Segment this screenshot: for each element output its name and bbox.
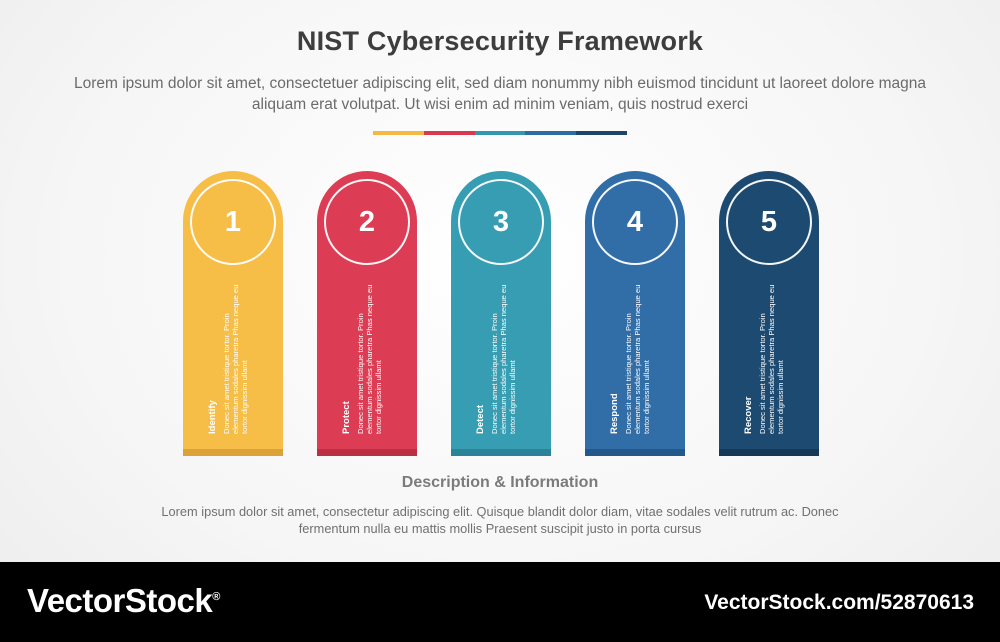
color-divider	[373, 131, 627, 135]
divider-segment	[525, 131, 577, 135]
step-number-circle: 5	[726, 179, 812, 265]
step-label: Recover	[743, 396, 754, 435]
divider-segment	[474, 131, 526, 135]
card-base	[183, 449, 283, 456]
step-label: Identify	[207, 400, 218, 434]
step-number-circle: 3	[458, 179, 544, 265]
card-base	[719, 449, 819, 456]
step-card-detect: 3 Detect Donec sit amet tristique tortor…	[451, 171, 551, 456]
divider-segment	[423, 131, 475, 135]
card-base	[585, 449, 685, 456]
step-number-circle: 2	[324, 179, 410, 265]
step-card-identify: 1 Identify Donec sit amet tristique tort…	[183, 171, 283, 456]
step-label: Respond	[609, 393, 620, 434]
footer-bar: VectorStock® VectorStock.com/52870613	[0, 562, 1000, 642]
step-description: Donec sit amet tristique tortor. Proin e…	[624, 284, 652, 434]
step-card-respond: 4 Respond Donec sit amet tristique torto…	[585, 171, 685, 456]
step-description: Donec sit amet tristique tortor. Proin e…	[356, 284, 384, 434]
page-title: NIST Cybersecurity Framework	[296, 26, 704, 56]
step-label: Detect	[475, 404, 486, 434]
step-card-recover: 5 Recover Donec sit amet tristique torto…	[719, 171, 819, 456]
description-title: Description & Information	[401, 474, 599, 491]
card-base	[451, 449, 551, 456]
step-description: Donec sit amet tristique tortor. Proin e…	[222, 284, 250, 434]
brand-logo[interactable]: VectorStock®	[27, 582, 220, 619]
image-id-link[interactable]: VectorStock.com/52870613	[704, 591, 974, 614]
step-number-circle: 4	[592, 179, 678, 265]
divider-segment	[576, 131, 627, 135]
page-subtitle: Lorem ipsum dolor sit amet, consectetuer…	[73, 75, 927, 113]
step-label: Protect	[341, 401, 352, 434]
description-text: Lorem ipsum dolor sit amet, consectetur …	[161, 504, 839, 536]
step-description: Donec sit amet tristique tortor. Proin e…	[490, 284, 518, 434]
card-base	[317, 449, 417, 456]
step-description: Donec sit amet tristique tortor. Proin e…	[758, 284, 786, 434]
divider-segment	[373, 131, 424, 135]
step-number-circle: 1	[190, 179, 276, 265]
step-card-protect: 2 Protect Donec sit amet tristique torto…	[317, 171, 417, 456]
